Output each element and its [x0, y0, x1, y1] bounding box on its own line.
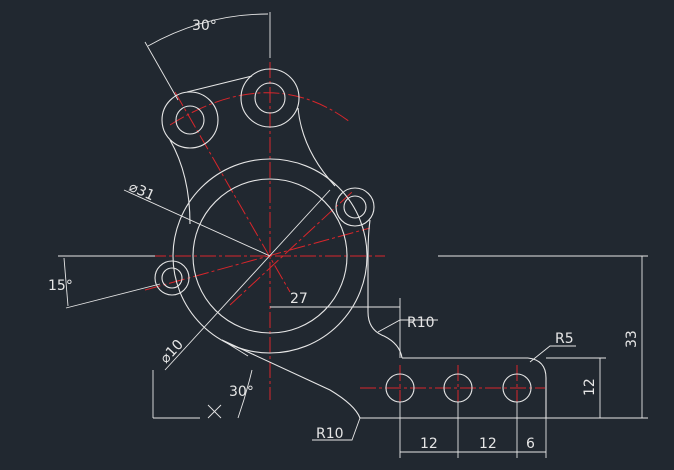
outline-top-tangent: [186, 75, 253, 93]
label-fillet-r5: R5: [555, 331, 574, 347]
left-lug-hole: [161, 267, 183, 289]
right-lug-outer: [335, 187, 375, 227]
dimension-arc-30-top: [147, 13, 269, 47]
centerline-arc-hole-circle: [169, 92, 351, 126]
outline-right-arm: [367, 219, 403, 359]
label-height-12: 12: [582, 378, 598, 396]
label-radius-27: 27: [290, 291, 308, 307]
upper-left-lug-hole: [175, 105, 205, 135]
outline-lower-curve: [221, 339, 361, 419]
label-angle-left: 15°: [48, 278, 73, 294]
centerline-15deg: [144, 227, 371, 291]
part-geometry: [154, 68, 547, 419]
outline-left-curve: [169, 139, 191, 225]
dimension-arc-15: [63, 257, 69, 307]
leader-diameter-10: [164, 189, 331, 371]
extension-line-top-30deg: [144, 41, 179, 101]
label-angle-top: 30°: [192, 18, 217, 34]
left-lug-outer: [154, 260, 190, 296]
leader-diameter-31: [123, 189, 271, 257]
label-height-33: 33: [624, 330, 640, 348]
upper-left-lug-outer: [161, 91, 219, 149]
label-angle-bottom: 30°: [229, 384, 254, 400]
label-diameter-small: ⌀10: [157, 337, 187, 367]
label-spacing-3: 6: [526, 436, 535, 452]
leader-r10-lower: [312, 417, 361, 441]
main-ring-outer: [172, 158, 368, 354]
centerline-30deg: [174, 91, 291, 293]
extension-line-15deg: [65, 283, 161, 309]
right-lug-hole: [343, 195, 367, 219]
dimension-arc-30-bottom: [237, 369, 253, 419]
label-fillet-r10-upper: R10: [407, 315, 435, 331]
label-spacing-1: 12: [420, 436, 438, 452]
label-spacing-2: 12: [479, 436, 497, 452]
dimension-lines: [58, 12, 648, 458]
top-lug-hole: [254, 82, 286, 114]
label-diameter-large: ⌀31: [126, 179, 156, 204]
top-lug-outer: [240, 68, 300, 128]
extension-line-bottom-30deg: [221, 339, 249, 357]
outline-plate-right-r5: [527, 357, 547, 418]
label-fillet-r10-lower: R10: [316, 426, 344, 442]
outline-top-right-curve: [297, 107, 336, 187]
leader-r5: [529, 345, 576, 363]
leader-r10-upper: [377, 319, 438, 333]
main-hole-inner: [192, 178, 348, 334]
centerline-60deg: [229, 191, 353, 306]
cross-mark-b: [207, 404, 222, 419]
centerlines: [144, 62, 545, 402]
